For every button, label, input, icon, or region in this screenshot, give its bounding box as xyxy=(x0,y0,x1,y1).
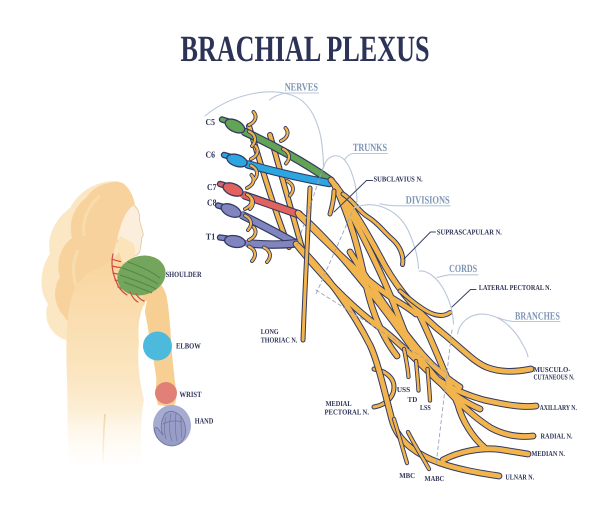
svg-text:USS: USS xyxy=(397,385,411,394)
svg-text:C8: C8 xyxy=(207,197,217,207)
svg-text:SHOULDER: SHOULDER xyxy=(166,270,202,279)
svg-text:MABC: MABC xyxy=(425,474,445,483)
svg-text:CORDS: CORDS xyxy=(449,263,477,275)
svg-text:BRACHIAL PLEXUS: BRACHIAL PLEXUS xyxy=(181,29,430,70)
svg-text:MBC: MBC xyxy=(399,471,415,480)
svg-text:LSS: LSS xyxy=(420,403,431,412)
svg-text:PECTORAL N.: PECTORAL N. xyxy=(325,408,370,417)
svg-text:WRIST: WRIST xyxy=(180,390,203,399)
svg-text:LATERAL PECTORAL N.: LATERAL PECTORAL N. xyxy=(479,283,551,292)
svg-text:THORIAC N.: THORIAC N. xyxy=(261,335,298,344)
svg-text:ELBOW: ELBOW xyxy=(176,342,201,351)
svg-text:CUTANEOUS N.: CUTANEOUS N. xyxy=(534,373,575,382)
svg-text:NERVES: NERVES xyxy=(285,82,318,94)
svg-text:HAND: HAND xyxy=(195,417,214,426)
svg-text:SUPRASCAPULAR N.: SUPRASCAPULAR N. xyxy=(437,227,502,236)
svg-text:BRANCHES: BRANCHES xyxy=(515,311,560,323)
svg-text:MEDIAN N.: MEDIAN N. xyxy=(532,449,565,458)
svg-text:DIVISIONS: DIVISIONS xyxy=(406,195,450,207)
svg-text:TD: TD xyxy=(408,395,418,404)
svg-text:MUSCULO-: MUSCULO- xyxy=(534,365,571,374)
svg-text:TRUNKS: TRUNKS xyxy=(353,142,387,154)
svg-text:C5: C5 xyxy=(206,117,216,127)
svg-text:ULNAR N.: ULNAR N. xyxy=(505,472,534,481)
svg-text:T1: T1 xyxy=(206,231,216,241)
svg-text:C7: C7 xyxy=(207,182,217,192)
svg-text:C6: C6 xyxy=(206,149,216,159)
svg-text:RADIAL N.: RADIAL N. xyxy=(541,431,573,440)
svg-text:LONG: LONG xyxy=(261,327,279,336)
svg-text:MEDIAL: MEDIAL xyxy=(326,399,352,408)
svg-text:SUBCLAVIUS N.: SUBCLAVIUS N. xyxy=(374,174,423,183)
svg-text:AXILLARY N.: AXILLARY N. xyxy=(540,403,577,412)
